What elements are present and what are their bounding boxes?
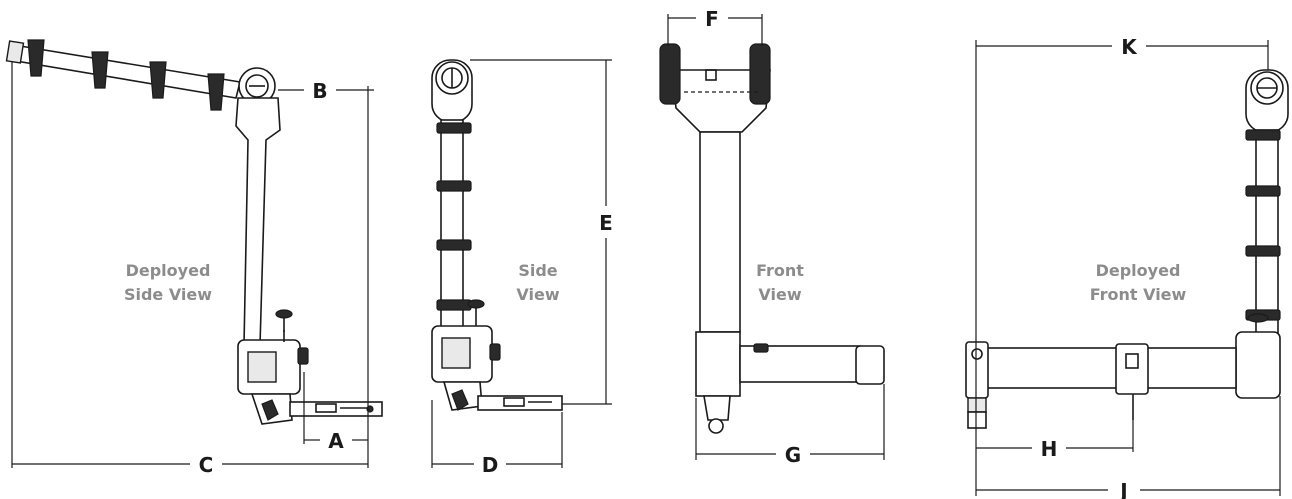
dimension-label-b: B xyxy=(312,79,327,103)
caption-deployed-front-line2: Front View xyxy=(1090,285,1187,304)
dimension-lines xyxy=(11,14,1281,496)
deployed-front-view xyxy=(965,69,1289,429)
caption-side-line1: Side xyxy=(518,261,557,280)
bike-cradle xyxy=(27,39,225,111)
dimension-label-c: C xyxy=(199,453,214,477)
dimension-label-j: J xyxy=(1118,479,1127,499)
caption-side-line2: View xyxy=(516,285,559,304)
bike-cradle xyxy=(659,43,771,105)
caption-deployed-side-line2: Side View xyxy=(124,285,212,304)
dimension-label-d: D xyxy=(482,453,499,477)
dimension-label-h: H xyxy=(1041,437,1058,461)
dimension-label-g: G xyxy=(785,443,801,467)
caption-deployed-front-line1: Deployed xyxy=(1096,261,1181,280)
caption-front-line1: Front xyxy=(756,261,804,280)
front-view xyxy=(659,43,885,434)
bike-cradle xyxy=(436,122,472,311)
side-view xyxy=(431,59,563,411)
caption-front-line2: View xyxy=(758,285,801,304)
dimension-label-f: F xyxy=(705,7,719,31)
deployed-side-view xyxy=(5,39,383,425)
dimension-label-e: E xyxy=(599,211,613,235)
dimension-label-a: A xyxy=(328,429,344,453)
caption-deployed-side-line1: Deployed xyxy=(126,261,211,280)
dimension-label-k: K xyxy=(1121,35,1138,59)
